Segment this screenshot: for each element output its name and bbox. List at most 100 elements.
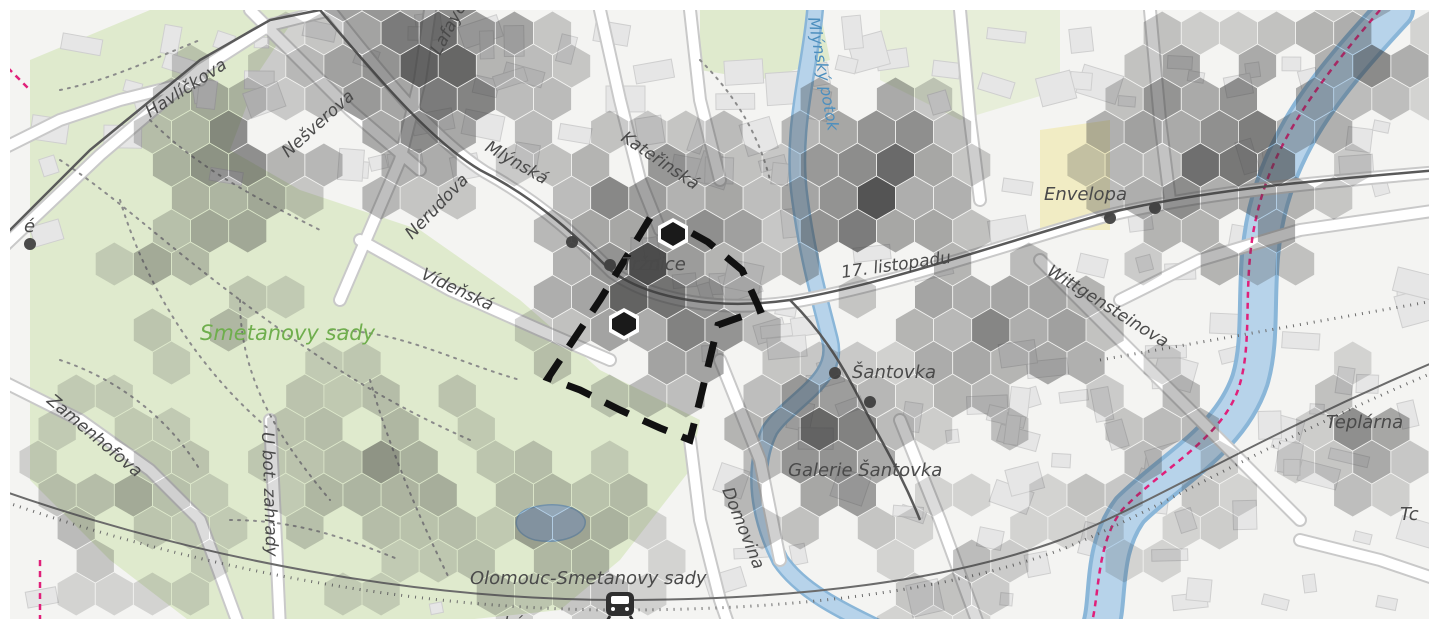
density-hex [1162,110,1200,154]
density-hex [324,440,362,484]
density-hex [152,209,191,253]
density-hex [495,473,533,517]
tram-stop[interactable] [566,236,578,248]
density-hex [781,242,819,286]
density-hex [533,209,572,253]
density-hex [1334,143,1372,187]
density-hex [343,341,381,385]
density-hex [1353,440,1391,484]
density-hex [724,275,762,319]
density-hex [1200,176,1238,220]
density-hex [305,11,343,55]
density-hex [972,572,1010,616]
density-hex [1181,77,1219,121]
density-hex [286,506,324,550]
density-hex [1277,440,1315,484]
density-hex [286,44,324,88]
density-hex [533,11,572,55]
density-hex [533,143,572,187]
density-hex [457,539,495,583]
density-hex [267,275,305,319]
density-hex [248,176,286,220]
density-hex [800,473,838,517]
density-hex [1162,176,1200,220]
tram-stop[interactable] [829,367,841,379]
density-hex [705,110,743,154]
density-hex [591,506,629,550]
tram-stop[interactable] [1104,212,1116,224]
density-hex [210,110,248,154]
density-hex [1296,77,1334,121]
density-hex [895,176,934,220]
density-hex [1257,11,1296,55]
density-hex [800,143,838,187]
density-hex [667,242,705,286]
density-hex [495,11,533,55]
density-hex [1315,110,1353,154]
density-hex [819,176,857,220]
tram-stop[interactable] [24,238,36,250]
density-hex [572,143,610,187]
density-hex [724,473,762,517]
density-hex [1372,77,1410,121]
density-hex [953,275,991,319]
density-hex [495,143,533,187]
density-hex [1277,242,1315,286]
density-hex [972,308,1010,352]
density-hex [876,341,915,385]
density-hex [743,506,781,550]
density-hex [743,440,781,484]
density-hex [1277,176,1315,220]
density-hex [934,110,972,154]
density-hex [667,176,705,220]
stream-mlynsky-potok [752,3,887,629]
density-hex [667,110,705,154]
tram-stop[interactable] [1149,202,1161,214]
density-hex [553,242,591,286]
density-hex [38,407,76,451]
density-hex [495,77,533,121]
density-hex [781,176,819,220]
railway-layer [0,298,1439,612]
density-hex [1219,77,1257,121]
density-hex [229,77,267,121]
density-hex [915,143,953,187]
hexagon-marker-icon[interactable] [658,218,688,250]
density-hex [1238,176,1277,220]
density-hex [400,176,438,220]
density-hex [1048,506,1086,550]
place-label-envelopa: Envelopa [1044,184,1127,205]
density-hex [419,143,457,187]
density-hex [381,11,419,55]
density-hex [1162,44,1200,88]
density-hex [553,308,591,352]
density-hex [419,11,457,55]
density-hex [133,110,171,154]
density-hex [1086,110,1124,154]
density-hex [572,209,610,253]
density-hex [305,407,343,451]
density-hex [934,176,972,220]
density-hex [705,242,743,286]
density-hex [629,242,667,286]
density-hex [934,308,972,352]
density-hex [514,572,553,616]
density-hex [305,341,343,385]
density-hex [934,242,972,286]
hexagon-marker-icon[interactable] [609,308,639,340]
density-hex [286,440,324,484]
density-hex [1334,11,1372,55]
density-hex [438,506,476,550]
density-hex [895,572,934,616]
park-area [1040,120,1110,230]
density-hex [1200,242,1238,286]
tram-stop[interactable] [864,396,876,408]
density-hex [915,407,953,451]
density-hex [629,110,667,154]
density-hex [152,473,191,517]
density-hex [857,440,895,484]
density-hex [324,44,362,88]
study-area-outline[interactable] [542,216,765,445]
